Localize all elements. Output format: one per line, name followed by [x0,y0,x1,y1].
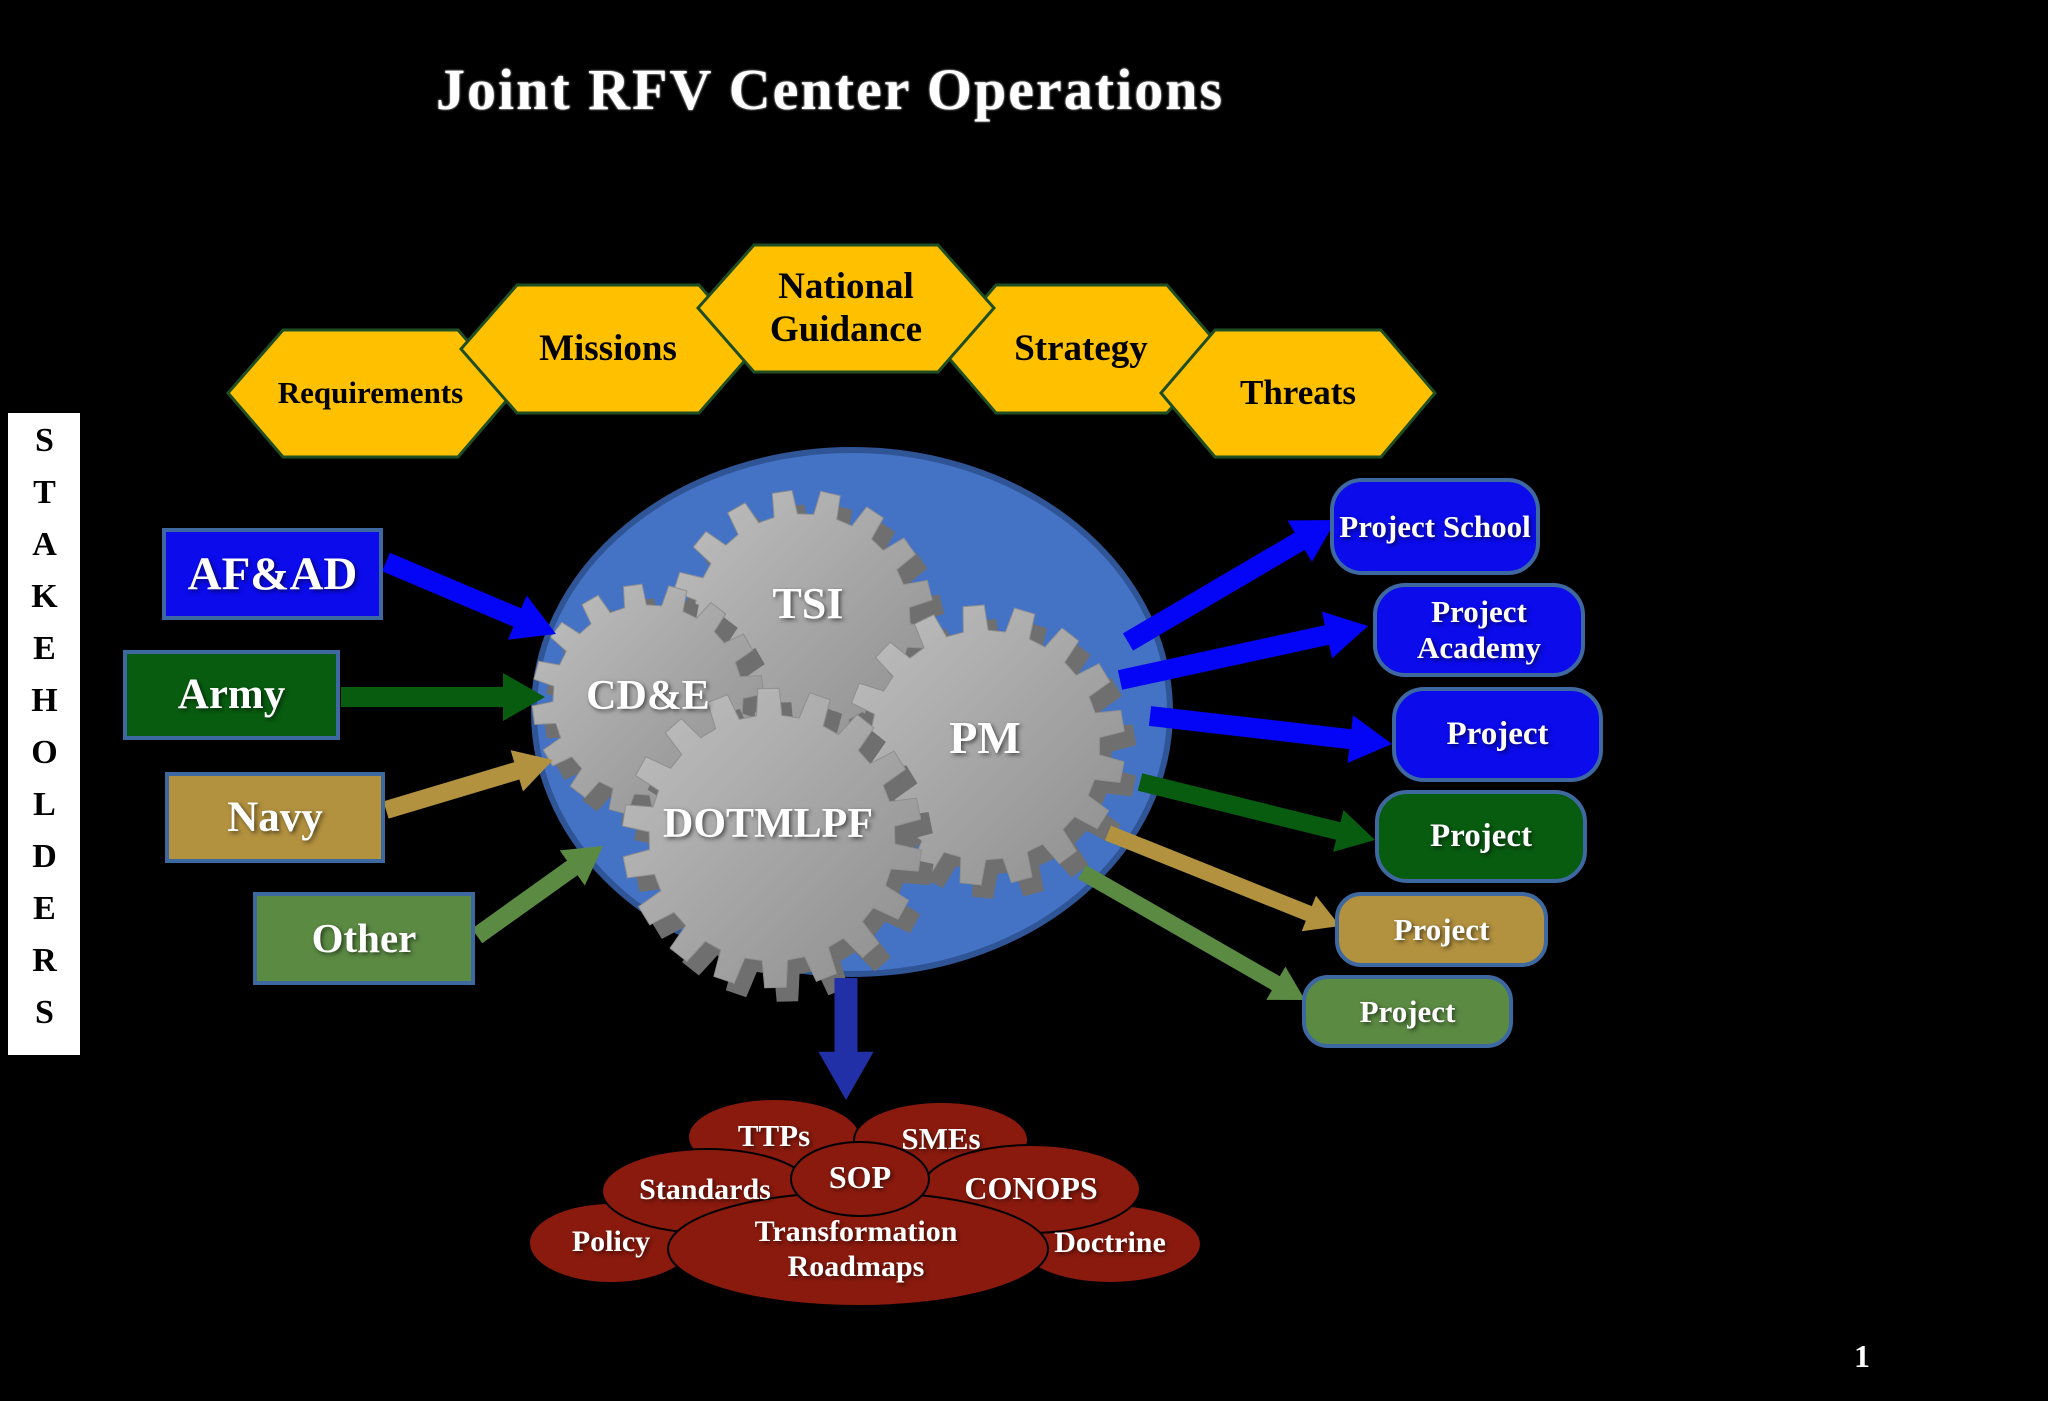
cloud-label-conops: CONOPS [964,1169,1098,1206]
arrow-center-to-academy [1117,611,1368,690]
project-box-olive: Project [1302,975,1513,1048]
gear-label-cde: CD&E [586,672,710,719]
stakeholders-strip: STAKEHOLDERS [8,413,80,1055]
cloud-ellipse-sop [790,1141,930,1217]
project-box-tan: Project [1335,892,1548,967]
hexagon-threats [1159,328,1437,459]
project-box-green: Project [1375,790,1587,883]
hexagon-band [226,243,1437,459]
stakeholder-box-other: Other [253,892,475,985]
hexagon-label-missions: Missions [539,328,677,370]
hexagon-label-threats: Threats [1239,373,1357,413]
arrow-center-to-project4 [1137,773,1375,852]
project-box-blue: Project [1392,687,1603,782]
gear-label-dotmlpf: DOTMLPF [663,800,873,847]
outputs-cloud [528,1098,1202,1307]
arrow-other-to-center [471,846,603,944]
arrow-navy-to-center [383,750,553,819]
cloud-label-ttps: TTPs [737,1118,811,1154]
arrows-layer [341,520,1392,1100]
hexagon-label-strategy: Strategy [1014,328,1148,370]
cloud-label-policy: Policy [571,1224,651,1258]
arrow-army-to-center [341,673,545,721]
arrow-center-to-cloud [818,978,874,1100]
arrow-center-to-project3 [1148,706,1392,763]
page-number: 1 [1854,1337,1870,1374]
cloud-label-doctrine: Doctrine [1054,1225,1166,1259]
cloud-label-sop: SOP [828,1158,892,1195]
hexagon-label-requirements: Requirements [277,375,464,411]
arrow-center-to-project5 [1105,825,1340,932]
cloud-label-smes: SMEs [901,1121,981,1157]
stakeholder-box-afad: AF&AD [162,528,383,620]
cloud-label-transformation-roadmaps: Transformation Roadmaps [754,1215,958,1283]
cloud-label-standards: Standards [639,1172,771,1206]
stakeholder-box-navy: Navy [165,772,385,863]
gear-label-pm: PM [949,711,1021,763]
project-box-academy: Project Academy [1373,583,1585,677]
hexagon-national-guidance [696,243,996,374]
gears-layer [531,489,1137,1002]
stakeholder-box-army: Army [123,650,340,740]
gear-icon-dotmlpf [621,687,923,989]
arrow-center-to-project6 [1078,865,1305,1000]
arrow-center-to-school [1122,520,1336,651]
slide-title: Joint RFV Center Operations [435,56,1225,122]
arrow-afad-to-center [382,552,556,640]
hexagon-label-national-guidance: National Guidance [769,266,923,350]
gear-label-tsi: TSI [772,578,844,628]
project-box-school: Project School [1330,478,1540,575]
